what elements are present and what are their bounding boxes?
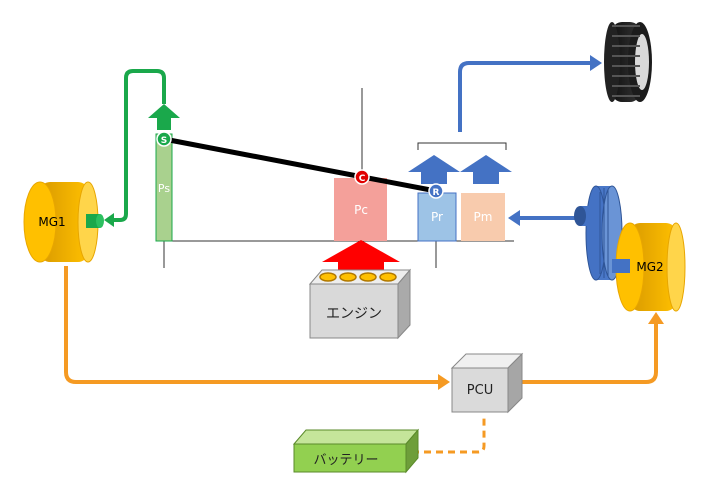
- engine-cylinder: [359, 272, 377, 282]
- tire-blue-link: [458, 61, 590, 132]
- ps-label: Ps: [158, 182, 170, 195]
- mg2-label: MG2: [636, 260, 663, 274]
- engine-cylinder: [319, 272, 337, 282]
- pm-bar: [461, 193, 505, 241]
- battery-label: バッテリー: [313, 453, 378, 468]
- mg1-green-arrowhead: [104, 213, 114, 227]
- pc-label: Pc: [354, 203, 368, 217]
- mg2-shaft: [612, 259, 630, 273]
- pcu-mg2-link: [522, 324, 658, 384]
- engine-block: [308, 268, 412, 340]
- engine-cylinder: [339, 272, 357, 282]
- node-s: [156, 131, 172, 147]
- mg1-pcu-link: [64, 266, 438, 384]
- tire-icon: [604, 22, 652, 102]
- battery-box: [292, 428, 420, 474]
- node-c: [354, 169, 370, 185]
- node-c-label: C: [359, 174, 366, 184]
- pm-label: Pm: [474, 210, 493, 224]
- mg2-gear: [574, 185, 623, 281]
- mg2-blue-arrowhead: [508, 210, 520, 226]
- node-r-label: R: [433, 188, 440, 198]
- engine-label: エンジン: [326, 306, 382, 322]
- mg1-motor: [23, 181, 104, 263]
- output-brace: [417, 142, 507, 150]
- lever-line: [163, 136, 437, 194]
- pr-label: Pr: [431, 210, 443, 224]
- mg2-motor: [612, 222, 686, 312]
- pr-up-arrow: [408, 155, 460, 184]
- pcu-mg2-arrowhead: [648, 312, 664, 324]
- ps-up-arrow: [148, 104, 180, 130]
- pcu-box: [450, 352, 524, 414]
- mg1-green-link: [110, 69, 166, 222]
- mg1-pcu-arrowhead: [438, 374, 450, 390]
- pcu-label: PCU: [467, 383, 493, 398]
- battery-pcu-link: [412, 414, 486, 454]
- engine-up-arrow: [322, 240, 400, 272]
- pr-bar: [417, 192, 457, 242]
- node-s-label: S: [161, 136, 167, 146]
- engine-cylinder: [379, 272, 397, 282]
- pm-up-arrow: [460, 155, 512, 184]
- tire-blue-arrowhead: [590, 55, 602, 71]
- mg1-label: MG1: [38, 215, 65, 229]
- mg1-shaft: [86, 214, 100, 228]
- pc-bar: [334, 178, 387, 241]
- node-r: [428, 183, 444, 199]
